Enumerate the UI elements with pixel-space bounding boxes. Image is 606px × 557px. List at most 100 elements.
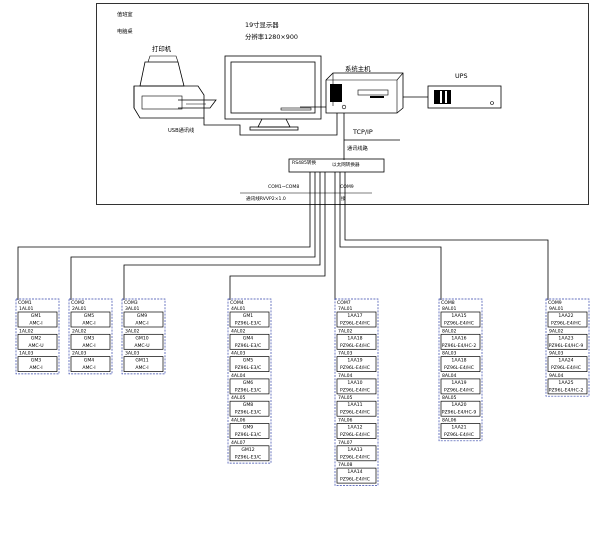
meter-model: PZ96L-E3/C [235,321,261,327]
panel-label: 8AL02 [442,328,457,334]
meter-box [123,333,164,350]
meter-box [336,378,377,395]
meter-model: AMC-I [135,321,148,327]
meter-id: GM3 [31,358,42,364]
meter-id: GM11 [135,358,148,364]
panel-label: 1AL02 [19,328,34,334]
meter-model: PZ96L-E3/C [235,365,261,371]
meter-box [229,400,270,417]
meter-id: GM5 [84,313,95,319]
panel-label: 4AL06 [231,418,246,424]
meter-id: GM12 [241,447,254,453]
branch-frame [334,298,379,486]
panel-label: 4AL02 [231,328,246,334]
meter-box [440,311,481,328]
meter-id: 1AA19 [451,380,466,386]
meter-model: AMC-I [29,365,42,371]
branch-com8: COM88AL011AA15PZ96L-E4/HC8AL021AA16PZ96L… [438,298,483,442]
branch-com1: COM11AL01GM1AMC-I1AL02GM2AMC-U1AL03GM3AM… [15,298,60,375]
panel-label: 3AL02 [125,328,140,334]
meter-id: 1AA17 [347,313,362,319]
meter-model: PZ96L-E3/C [235,387,261,393]
panel-label: 3AL03 [125,351,140,357]
meter-box [229,423,270,439]
branch-frame [121,298,166,375]
meter-box [440,356,481,372]
monitor-icon [224,55,322,131]
meter-id: GM1 [31,313,42,319]
meter-box [229,356,270,372]
meter-box [547,356,588,372]
panel-label: 2AL02 [72,328,87,334]
monitor-label-line2: 分辨率1280×900 [245,32,298,41]
meter-box [336,356,377,372]
meter-model: PZ96L-E4/HC [340,387,370,393]
meter-model: PZ96L-E3/C [235,432,261,438]
branch-frame [15,298,60,375]
panel-label: 1AL01 [19,306,34,312]
meter-id: GM1 [243,313,254,319]
meter-id: 1AA21 [451,425,466,431]
branch-wiring [17,172,549,300]
tcp-label: TCP/IP [352,128,373,136]
meter-id: 1AA23 [558,335,573,341]
meter-box [229,445,270,462]
com-port-label: COM8 [441,300,455,306]
meter-model: AMC-I [135,365,148,371]
bus-right-sub: 接 [341,195,346,202]
panel-label: 7AL04 [338,373,353,379]
meter-model: PZ96L-E3/C [235,410,261,416]
meter-id: GM3 [84,335,95,341]
host-computer-icon [325,72,404,114]
meter-model: PZ96L-E4/HC [340,477,370,483]
panel-label: 9AL02 [549,328,564,334]
meter-box [70,356,111,372]
switch-text-left: RS485转换 [292,159,316,166]
panel-label: 7AL03 [338,351,353,357]
meter-id: GM4 [84,358,95,364]
meter-id: 1AA13 [347,447,362,453]
panel-label: 7AL05 [338,395,353,401]
panel-label: 2AL03 [72,351,87,357]
meter-id: 1AA12 [347,425,362,431]
meter-model: PZ96L-E4/HC [340,343,370,349]
meter-box [440,400,481,417]
bus-left-label: COM1~COM8 [268,184,299,190]
panel-label: 4AL03 [231,351,246,357]
meter-id: 1AA18 [451,358,466,364]
meter-box [123,311,164,328]
meter-model: PZ96L-E4/HC [340,432,370,438]
com-port-label: COM4 [230,300,244,306]
meter-model: PZ96L-E4/HC [340,454,370,460]
meter-box [123,356,164,372]
printer-icon [133,55,217,119]
meter-box [336,400,377,417]
meter-id: 1AA20 [451,402,466,408]
meter-id: GM4 [243,335,254,341]
control-room-frame [96,3,589,205]
meter-id: GM6 [243,380,254,386]
meter-id: 1AA22 [558,313,573,319]
panel-label: 7AL02 [338,328,353,334]
com-port-label: COM1 [18,300,32,306]
meter-model: PZ96L-E4/HC [444,432,474,438]
panel-label: 3AL01 [125,306,140,312]
meter-box [17,311,58,328]
monitor-label-line1: 19寸显示器 [245,20,279,29]
meter-box [17,356,58,372]
host-label: 系统主机 [345,64,371,73]
branch-com3: COM33AL01GM9AMC-I3AL02GM10AMC-U3AL03GM11… [121,298,166,375]
meter-model: PZ96L-E4/HC-9 [442,410,477,416]
meter-model: PZ96L-E4/HC [340,321,370,327]
meter-box [336,445,377,462]
meter-box [336,333,377,350]
panel-label: 8AL03 [442,351,457,357]
meter-box [17,333,58,350]
meter-model: PZ96L-E4/HC [340,410,370,416]
bus-right-label: COM9 [340,184,354,190]
room-label-line2: 电脑桌 [117,27,133,35]
com-port-label: COM2 [71,300,85,306]
meter-id: 1AA11 [347,402,362,408]
branch-com7: COM77AL011AA17PZ96L-E4/HC7AL021AA18PZ96L… [334,298,379,486]
